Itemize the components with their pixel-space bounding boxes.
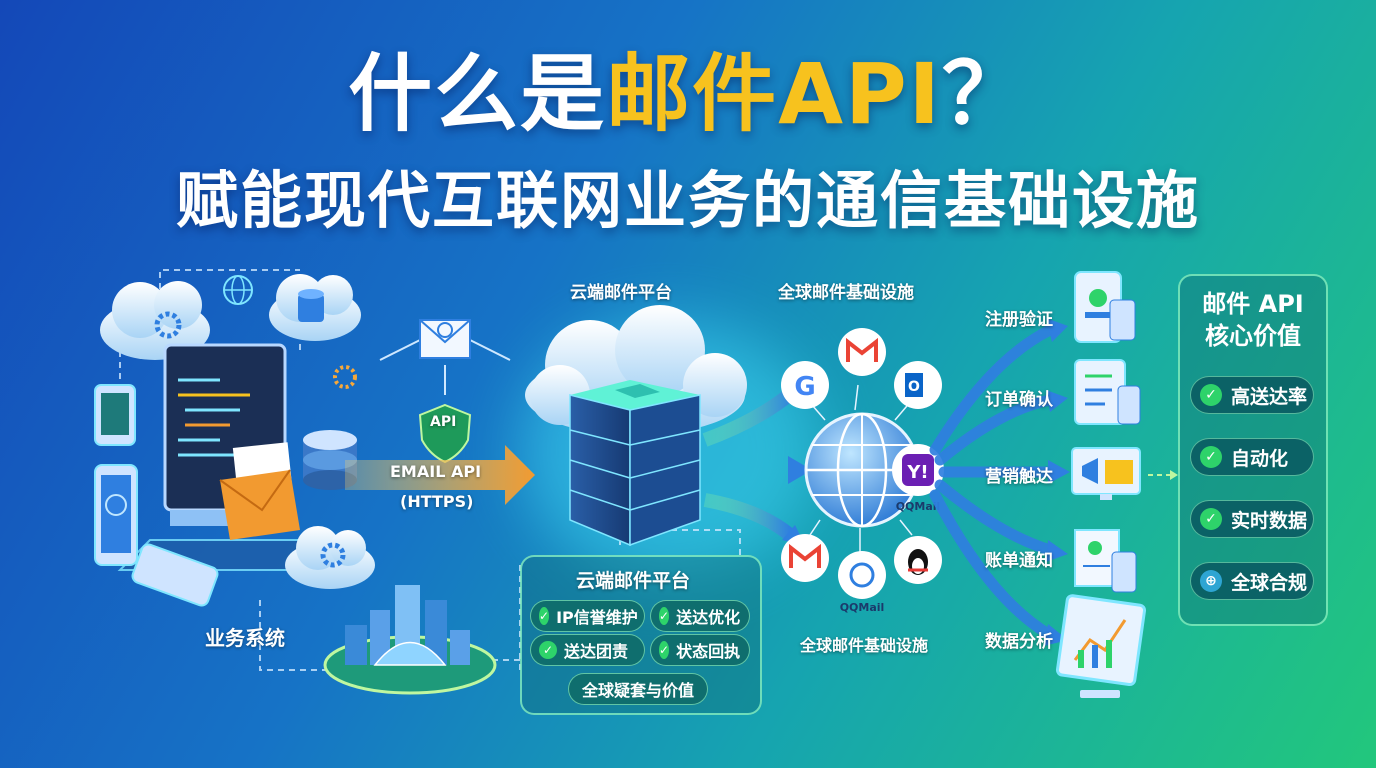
- page-subtitle: 赋能现代互联网业务的通信基础设施: [175, 164, 1200, 237]
- check-icon: ✓: [539, 607, 550, 625]
- check-icon: ✓: [1200, 446, 1222, 468]
- tablet-icon: [94, 384, 136, 446]
- check-icon: ✓: [1200, 508, 1222, 530]
- value-item-automation: ✓自动化: [1190, 438, 1314, 476]
- provider-label-2: QQMail: [840, 601, 885, 614]
- globe-check-icon: ⊕: [1200, 570, 1222, 592]
- email-at-icon: [379, 319, 511, 395]
- check-icon: ✓: [659, 641, 670, 659]
- check-icon: ✓: [659, 607, 670, 625]
- invoice-doc-icon: [1074, 529, 1137, 593]
- qq-icon: [894, 536, 942, 584]
- svg-text:G: G: [794, 372, 815, 402]
- globe-icon: [804, 412, 920, 528]
- title-prefix: 什么是: [348, 45, 607, 143]
- api-badge-label: API: [430, 414, 457, 430]
- gmail-icon: [838, 328, 886, 376]
- provider-label-1: QQMail: [896, 500, 941, 513]
- google-icon: G: [781, 361, 829, 409]
- use-case-marketing: 营销触达: [985, 467, 1053, 487]
- email-api-arrow: [345, 445, 535, 505]
- core-value-title-line1: 邮件 API: [1202, 290, 1304, 318]
- title-highlight: 邮件API: [606, 45, 942, 143]
- server-icon: [569, 380, 701, 547]
- business-system-label: 业务系统: [205, 626, 285, 650]
- use-case-order: 订单确认: [985, 390, 1053, 410]
- feature-chip-receipt: ✓状态回执: [650, 634, 750, 666]
- signup-phone-icon: [1074, 271, 1136, 343]
- mobile-landscape-icon: [131, 543, 219, 607]
- globe-small-icon: [223, 275, 253, 305]
- feature-chip-delivery: ✓送达优化: [650, 600, 750, 632]
- envelope-icon: [219, 442, 300, 540]
- feature-chip-footer: 全球疑套与价值: [568, 673, 708, 705]
- database-icon: [303, 430, 357, 490]
- use-case-signup: 注册验证: [985, 310, 1053, 330]
- monitor-code-icon: [117, 343, 333, 571]
- yahoo-icon: Y!: [892, 444, 944, 496]
- marketing-monitor-icon: [1071, 447, 1141, 500]
- page-title: 什么是邮件API？: [0, 52, 1376, 136]
- value-item-realtime: ✓实时数据: [1190, 500, 1314, 538]
- cloud-settings-icon: [285, 526, 375, 589]
- check-icon: ✓: [1200, 384, 1222, 406]
- outlook-icon: O: [894, 361, 942, 409]
- phone-icon: [94, 464, 138, 566]
- order-tablet-icon: [1074, 359, 1141, 425]
- svg-text:Y!: Y!: [906, 462, 928, 483]
- global-infra-bottom-label: 全球邮件基础设施: [800, 636, 929, 655]
- check-icon: ✓: [539, 641, 557, 659]
- arrow-to-providers-bottom: [703, 493, 795, 541]
- svg-text:O: O: [908, 379, 920, 395]
- gear-icon: [333, 365, 357, 389]
- analytics-monitor-icon: [1055, 594, 1147, 698]
- value-item-compliance: ⊕全球合规: [1190, 562, 1314, 600]
- feature-chip-ip: ✓IP信誉维护: [530, 600, 645, 632]
- global-infra-top-label: 全球邮件基础设施: [778, 283, 914, 303]
- use-case-arrows: [929, 324, 1056, 641]
- feature-chip-team: ✓送达团责: [530, 634, 645, 666]
- cloud-database-icon: [269, 274, 361, 341]
- https-label: (HTTPS): [400, 492, 474, 511]
- city-icon: [323, 585, 497, 695]
- value-item-delivery: ✓高送达率: [1190, 376, 1314, 414]
- email-api-label: EMAIL API: [390, 462, 482, 481]
- title-suffix: ？: [941, 45, 1028, 143]
- platform-panel-title: 云端邮件平台: [576, 570, 691, 592]
- use-case-analytics: 数据分析: [985, 632, 1053, 652]
- core-value-title-line2: 核心价值: [1205, 322, 1301, 350]
- use-case-invoice: 账单通知: [985, 551, 1053, 571]
- platform-top-label: 云端邮件平台: [570, 283, 672, 303]
- core-value-title: 邮件 API 核心价值: [1180, 288, 1326, 352]
- at-mail-icon: [838, 551, 886, 599]
- gmail-icon-2: [781, 534, 829, 582]
